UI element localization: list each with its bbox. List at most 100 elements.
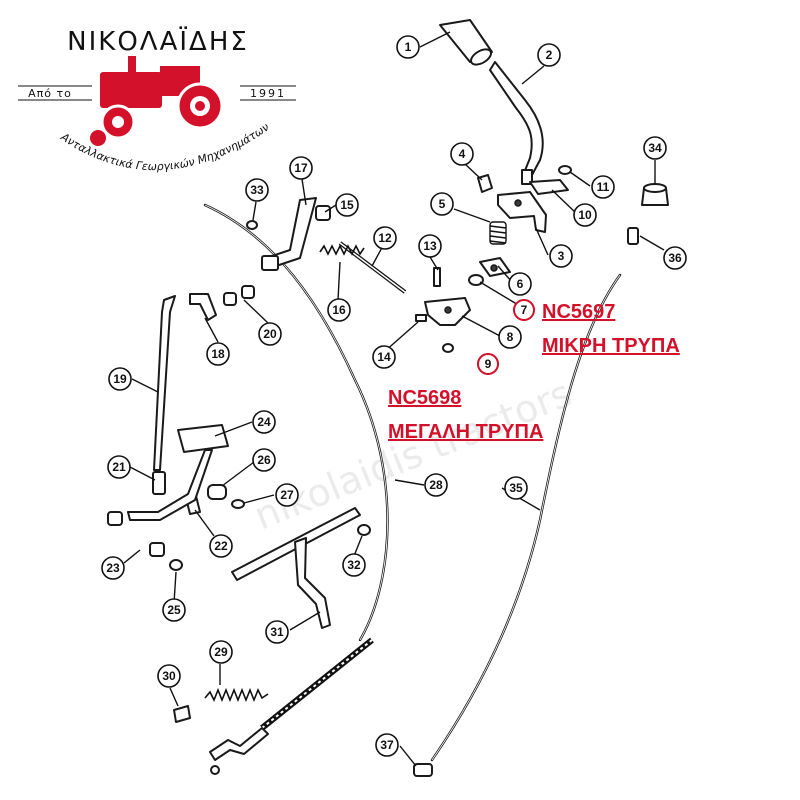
callout-36: 36 <box>663 246 687 270</box>
part-19-long-rod <box>153 295 176 471</box>
logo-brand-text: ΝΙΚΟΛΑΪΔΗΣ <box>67 25 249 57</box>
callout-20: 20 <box>258 322 282 346</box>
callout-28: 28 <box>424 473 448 497</box>
callout-37: 37 <box>375 733 399 757</box>
callout-5: 5 <box>430 192 454 216</box>
cable-28 <box>203 203 389 642</box>
callout-19-label: 19 <box>113 372 127 386</box>
part-34-knob <box>641 183 669 206</box>
part-17-pedal-arm <box>261 197 317 271</box>
callout-16-label: 16 <box>332 303 346 317</box>
callout-10-label: 10 <box>578 208 592 222</box>
part-37-end-fitting <box>413 763 433 777</box>
part-32-nut <box>357 524 371 536</box>
company-logo: ΝΙΚΟΛΑΪΔΗΣ Από το 1991 Ανταλλακτικά Γεωρ… <box>18 25 296 173</box>
part-6-plate <box>479 257 511 277</box>
callout-17-label: 17 <box>294 161 308 175</box>
callout-2: 2 <box>537 43 561 67</box>
callout-8: 8 <box>498 325 522 349</box>
callout-3-label: 3 <box>558 249 565 263</box>
callout-27: 27 <box>275 483 299 507</box>
part-24-pedal <box>127 424 229 521</box>
part-21-pin <box>152 471 166 495</box>
part-16-spring <box>319 244 365 256</box>
callout-17: 17 <box>289 156 313 180</box>
callout-14-label: 14 <box>377 350 391 364</box>
part-11-nut <box>558 165 572 175</box>
callout-1-label: 1 <box>405 40 412 54</box>
callout-30: 30 <box>157 664 181 688</box>
callout-21: 21 <box>107 455 131 479</box>
callout-30-label: 30 <box>162 669 176 683</box>
part-1-handle-grip <box>439 19 493 66</box>
logo-tagline: Ανταλλακτικά Γεωργικών Μηχανημάτων <box>58 120 272 173</box>
callout-31-label: 31 <box>270 625 284 639</box>
part-13-bolt <box>433 267 441 287</box>
svg-text:Ανταλλακτικά Γεωργικών Μηχανημ: Ανταλλακτικά Γεωργικών Μηχανημάτων <box>58 120 272 173</box>
callout-2-label: 2 <box>546 48 553 62</box>
callout-11-label: 11 <box>597 180 610 194</box>
callout-15: 15 <box>335 193 359 217</box>
part-27-washer <box>231 499 245 509</box>
callout-34-label: 34 <box>648 141 662 155</box>
logo-since-left: Από το <box>28 87 72 100</box>
part-14-bolt <box>415 314 427 322</box>
part-33-nut <box>246 220 258 230</box>
callout-20-label: 20 <box>263 327 277 341</box>
annotation-nc5697-desc: ΜΙΚΡΗ ΤΡΥΠΑ <box>542 335 680 357</box>
callout-25-label: 25 <box>167 603 181 617</box>
callout-9: 9 <box>477 353 499 375</box>
callout-7-label: 7 <box>521 303 528 317</box>
callout-12: 12 <box>373 226 397 250</box>
part-26-bushing <box>207 484 227 500</box>
part-20-bushings <box>223 285 255 306</box>
callout-10: 10 <box>573 203 597 227</box>
annotation-nc5697: NC5697 ΜΙΚΡΗ ΤΡΥΠΑ <box>542 301 680 357</box>
callout-15-label: 15 <box>340 198 354 212</box>
part-30-clip <box>173 705 191 723</box>
callout-1: 1 <box>396 35 420 59</box>
callout-23: 23 <box>101 556 125 580</box>
logo-since-right: 1991 <box>250 87 286 100</box>
annotation-nc5698-code: NC5698 <box>388 387 461 409</box>
callout-32: 32 <box>342 553 366 577</box>
callout-37-label: 37 <box>380 738 394 752</box>
callout-31: 31 <box>265 620 289 644</box>
callout-33-label: 33 <box>250 183 264 197</box>
callout-13: 13 <box>418 234 442 258</box>
part-3-bracket <box>497 191 547 233</box>
part-8-lever-plate <box>424 297 471 326</box>
callout-13-label: 13 <box>423 239 437 253</box>
callout-33: 33 <box>245 178 269 202</box>
annotation-nc5698-desc: ΜΕΓΑΛΗ ΤΡΥΠΑ <box>388 421 543 443</box>
callout-6: 6 <box>508 272 532 296</box>
callout-7: 7 <box>513 299 535 321</box>
part-5-spring <box>489 221 507 245</box>
cable-end-linkage <box>209 637 374 775</box>
callout-25: 25 <box>162 598 186 622</box>
callout-5-label: 5 <box>439 197 446 211</box>
callout-9-label: 9 <box>485 357 492 371</box>
callout-16: 16 <box>327 298 351 322</box>
callout-32-label: 32 <box>347 558 361 572</box>
callout-18: 18 <box>206 342 230 366</box>
callout-22-label: 22 <box>214 539 228 553</box>
callout-35-label: 35 <box>509 481 523 495</box>
callout-11: 11 <box>591 175 615 199</box>
annotation-nc5697-code: NC5697 <box>542 301 615 323</box>
callout-26-label: 26 <box>257 453 271 467</box>
part-10-bracket <box>529 179 569 195</box>
callout-3: 3 <box>549 244 573 268</box>
part-7-washer <box>468 274 484 286</box>
part-23-bushings <box>107 511 165 557</box>
callout-6-label: 6 <box>517 277 524 291</box>
part-9-washer <box>442 343 454 353</box>
part-15-bushing <box>315 205 331 221</box>
part-18-clevis <box>189 293 217 321</box>
callout-35: 35 <box>504 476 528 500</box>
callout-12-label: 12 <box>378 231 392 245</box>
callout-24: 24 <box>252 410 276 434</box>
part-25-washer <box>169 559 183 571</box>
callout-22: 22 <box>209 534 233 558</box>
